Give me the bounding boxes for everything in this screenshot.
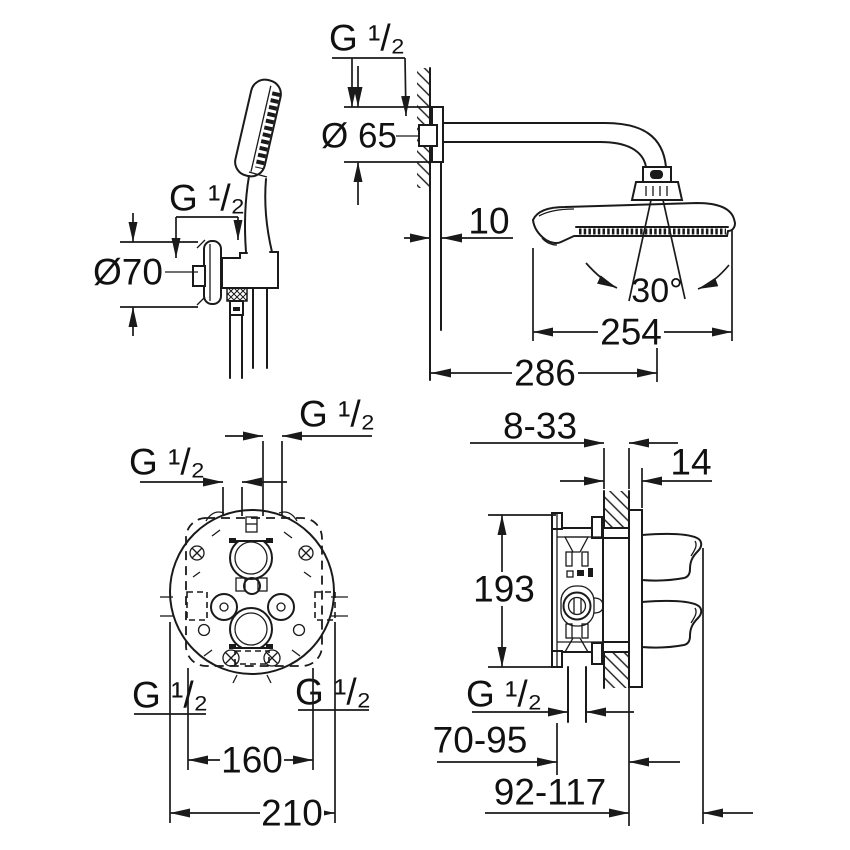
hose-connection xyxy=(226,287,268,379)
shower-holder-bracket xyxy=(221,251,279,289)
trim-sleeve xyxy=(628,509,643,688)
dim-thread-bottom-right: G ¹/₂ xyxy=(295,672,371,713)
fixing-screws xyxy=(189,545,314,667)
head-swivel-joint xyxy=(630,181,684,201)
arm-thread xyxy=(418,124,438,147)
upper-valve-port xyxy=(227,532,275,580)
valve-side-dimensions: 8-33 14 193 G ¹/₂ 70-95 92-117 xyxy=(433,406,753,826)
dim-thread-top-right: G ¹/₂ xyxy=(299,394,375,435)
valve-front-dimensions: G ¹/₂ G ¹/₂ G ¹/₂ G ¹/₂ 160 21 xyxy=(129,394,375,834)
dim-arm-thread: G ¹/₂ xyxy=(329,18,405,59)
head-shower-dimensions: G ¹/₂ Ø 65 10 254 286 xyxy=(321,18,733,394)
dim-wall-clearance: 10 xyxy=(468,201,509,242)
dim-body-height: 193 xyxy=(473,569,535,610)
valve-front-view: G ¹/₂ G ¹/₂ G ¹/₂ G ¹/₂ 160 21 xyxy=(129,394,375,834)
dim-sleeve-depth: 14 xyxy=(670,442,711,483)
dim-holder-diameter: Ø70 xyxy=(93,252,163,293)
dim-head-width: 254 xyxy=(600,312,662,353)
dim-overall-width: 210 xyxy=(261,793,323,834)
dim-outlet-thread: G ¹/₂ xyxy=(466,674,542,715)
valve-handles xyxy=(641,533,703,649)
valve-body xyxy=(551,512,604,723)
dim-spray-angle: 30° xyxy=(631,272,682,310)
supply-nipple xyxy=(192,265,206,287)
trim-plate-outline xyxy=(185,517,323,667)
lower-valve-port xyxy=(227,607,275,656)
dim-hand-shower-thread: G ¹/₂ xyxy=(169,178,245,219)
hand-shower-dimensions: G ¹/₂ Ø70 xyxy=(93,178,245,336)
dim-port-spacing: 160 xyxy=(221,740,283,781)
rough-in-housing-circle xyxy=(169,509,335,675)
holder-escutcheon xyxy=(192,239,222,306)
valve-side-view: 8-33 14 193 G ¹/₂ 70-95 92-117 xyxy=(433,406,753,826)
shower-arm xyxy=(442,122,684,201)
finished-wall xyxy=(603,490,630,689)
dim-reach: 286 xyxy=(514,353,576,394)
dim-flange-diameter: Ø 65 xyxy=(321,117,397,156)
hand-shower-view: G ¹/₂ Ø70 xyxy=(93,78,282,379)
dim-depth-max: 92-117 xyxy=(494,772,606,813)
head-shower-view: 30° G ¹/₂ Ø 65 10 254 xyxy=(321,18,737,394)
dim-depth-min: 70-95 xyxy=(433,720,528,761)
hand-shower-head xyxy=(234,78,282,178)
valve-internals xyxy=(160,516,348,684)
dim-thread-top-left: G ¹/₂ xyxy=(129,442,205,483)
spray-angle-annotation: 30° xyxy=(585,199,730,310)
dim-finish-depth: 8-33 xyxy=(503,406,577,447)
hand-shower-handle xyxy=(244,171,273,253)
shower-head xyxy=(532,201,737,246)
